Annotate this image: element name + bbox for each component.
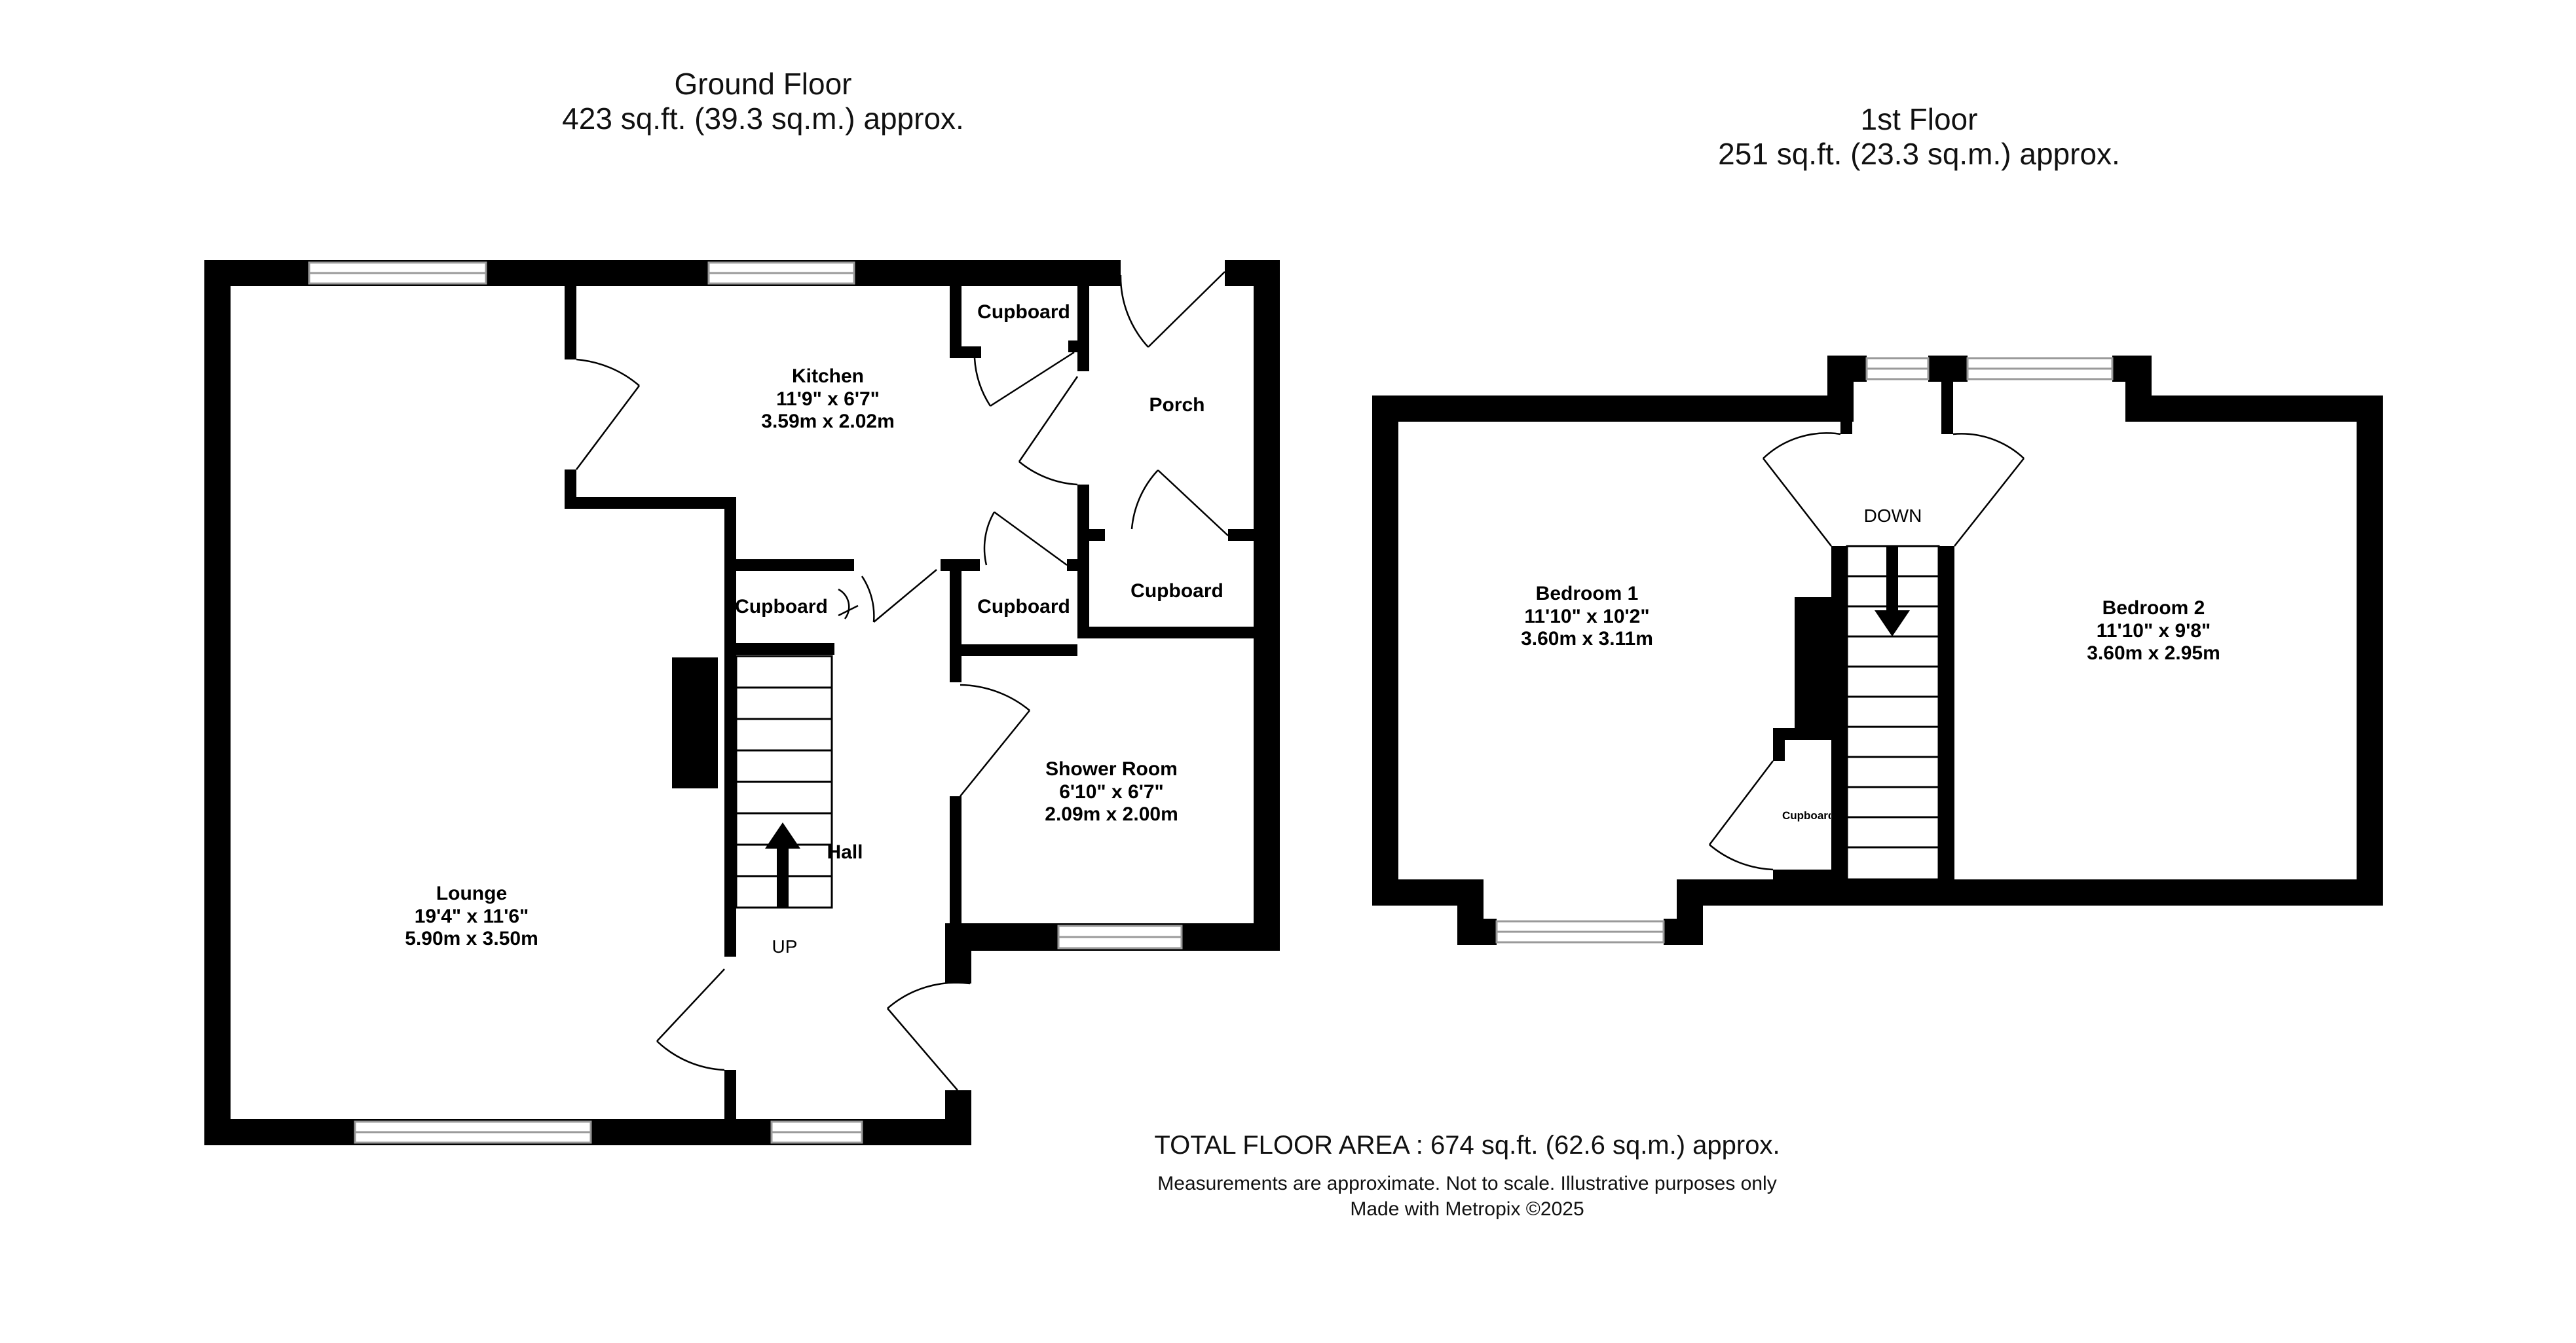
ground-floor-windows [308,261,1183,1144]
wall [1228,529,1254,541]
wall [950,286,961,358]
room-label-bedroom-1: Bedroom 1 11'10" x 10'2" 3.60m x 3.11m [1521,583,1653,650]
stair-up-arrow [765,822,800,908]
wall [1372,396,1837,422]
wall [565,286,576,359]
wall [1077,286,1089,371]
wall [736,643,834,655]
wall [204,260,231,1145]
wall [950,644,1077,656]
wall [1372,396,1398,906]
ground-floor-header: Ground Floor 423 sq.ft. (39.3 sq.m.) app… [511,67,1015,136]
room-label-cupboard-understairs: Cupboard [735,596,828,617]
wall [1677,879,2383,906]
wall [1225,260,1280,286]
wall [1941,382,1953,434]
wall [2357,396,2383,906]
room-label-hall: Hall [827,841,863,863]
wall [1067,559,1089,571]
room-label-lounge: Lounge 19'4" x 11'6" 5.90m x 3.50m [405,883,538,949]
room-label-kitchen: Kitchen 11'9" x 6'7" 3.59m x 2.02m [761,365,895,432]
room-label-shower-room: Shower Room 6'10" x 6'7" 2.09m x 2.00m [1045,758,1178,825]
wall [1827,356,1867,382]
first-floor-window-lines [1497,367,2112,933]
chimney-breast [672,657,718,788]
ground-floor-window-lines [309,272,1182,1133]
ground-floor-title: Ground Floor [674,67,852,101]
wall [1840,382,1852,434]
credit: Made with Metropix ©2025 [1350,1198,1584,1220]
wall [1254,260,1280,951]
stair-down-arrow [1875,546,1910,636]
footer: TOTAL FLOOR AREA : 674 sq.ft. (62.6 sq.m… [1022,1129,1913,1222]
first-floor-area: 251 sq.ft. (23.3 sq.m.) approx. [1718,136,2120,171]
wall [1077,529,1105,541]
wall [565,497,736,509]
wall [736,559,854,571]
wall [724,1070,736,1119]
wall [950,796,961,923]
first-floor-header: 1st Floor 251 sq.ft. (23.3 sq.m.) approx… [1703,102,2135,172]
disclaimer: Measurements are approximate. Not to sca… [1157,1173,1777,1194]
room-label-cupboard-kitchen: Cupboard [977,301,1070,323]
room-label-bedroom-2: Bedroom 2 11'10" x 9'8" 3.60m x 2.95m [2087,597,2220,664]
first-floor-doors [1709,432,2025,871]
wall [945,1090,971,1145]
wall [1457,919,1497,945]
wall [1831,546,1847,879]
wall [1089,627,1254,638]
wall [1773,870,1831,879]
total-floor-area: TOTAL FLOOR AREA : 674 sq.ft. (62.6 sq.m… [1154,1131,1780,1160]
wall [1773,728,1785,761]
ground-floor-plan [204,260,1280,1145]
chimney-breast [1795,597,1831,728]
wall [724,497,736,957]
wall [2112,356,2152,382]
stairs-down-label: DOWN [1863,506,1922,526]
wall [1939,546,1954,879]
wall [950,346,981,358]
room-label-cupboard-porch: Cupboard [1130,580,1223,602]
first-floor-title: 1st Floor [1860,102,1978,136]
wall [1773,728,1831,740]
ground-floor-doors [576,271,1229,1091]
ground-floor-area: 423 sq.ft. (39.3 sq.m.) approx. [562,101,964,136]
room-label-porch: Porch [1149,394,1205,416]
wall [950,559,961,682]
room-label-cupboard-hall: Cupboard [977,596,1070,617]
stairs-up-label: UP [772,936,798,957]
wall [2125,396,2383,422]
room-label-cupboard-bedroom-1: Cupboard [1782,809,1831,822]
wall [1928,356,1968,382]
first-floor-plan [1372,356,2383,945]
